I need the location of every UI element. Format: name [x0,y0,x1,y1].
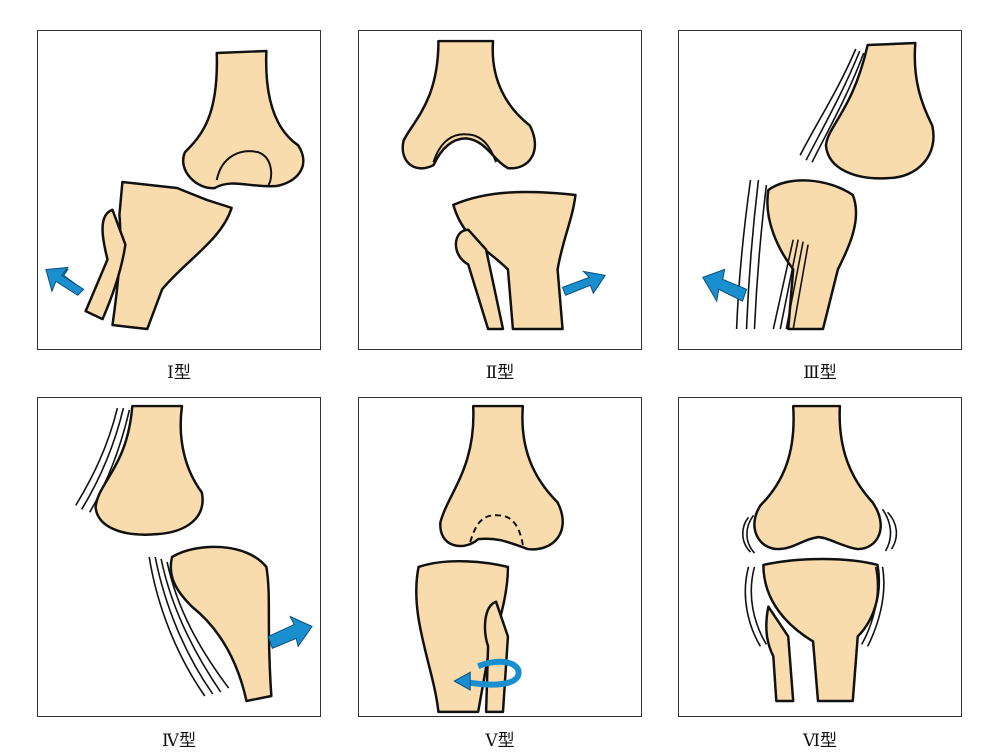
panel-type-6 [678,397,962,717]
femur [94,404,204,536]
panel-type-3 [678,30,962,350]
tibia [766,179,858,331]
femur [401,39,536,170]
panel-label-type-1: Ⅰ型 [167,363,191,383]
tibia [111,180,233,331]
direction-arrow-icon [561,270,607,296]
knee-dislocation-type-4-illustration [75,404,313,703]
panel-label-type-2: Ⅱ型 [485,363,515,383]
tibia [169,545,273,703]
panel-type-2 [358,30,642,350]
knee-dislocation-type-2-illustration [401,39,607,331]
femur [439,404,564,551]
panel-label-type-4: Ⅳ型 [162,731,196,751]
torn-ligaments [742,508,898,647]
tibia [762,557,881,703]
panel-label-type-3: Ⅲ型 [803,363,837,383]
femur [753,404,882,551]
fibula [765,605,795,703]
direction-arrow-icon [702,268,748,303]
knee-dislocation-type-1-illustration [45,49,305,331]
knee-dislocation-type-5-illustration [415,404,564,714]
panel-label-type-6: Ⅵ型 [802,731,838,751]
direction-arrow-icon [45,266,85,296]
panel-type-5 [358,397,642,717]
knee-dislocation-type-3-illustration [702,41,935,331]
fibula [454,228,505,331]
femur [824,41,935,180]
panel-label-type-5: Ⅴ型 [485,731,515,751]
panel-type-4 [37,397,321,717]
ligament-fibers [75,407,230,697]
torn-ligament [772,239,809,330]
femur [182,49,305,190]
direction-arrow-icon [267,615,313,650]
knee-dislocation-type-6-illustration [742,404,898,703]
fibula [84,208,127,321]
panel-type-1 [37,30,321,350]
ligament-fibers [735,48,865,330]
rotation-arrow-icon [465,658,522,688]
fibula [483,600,510,714]
